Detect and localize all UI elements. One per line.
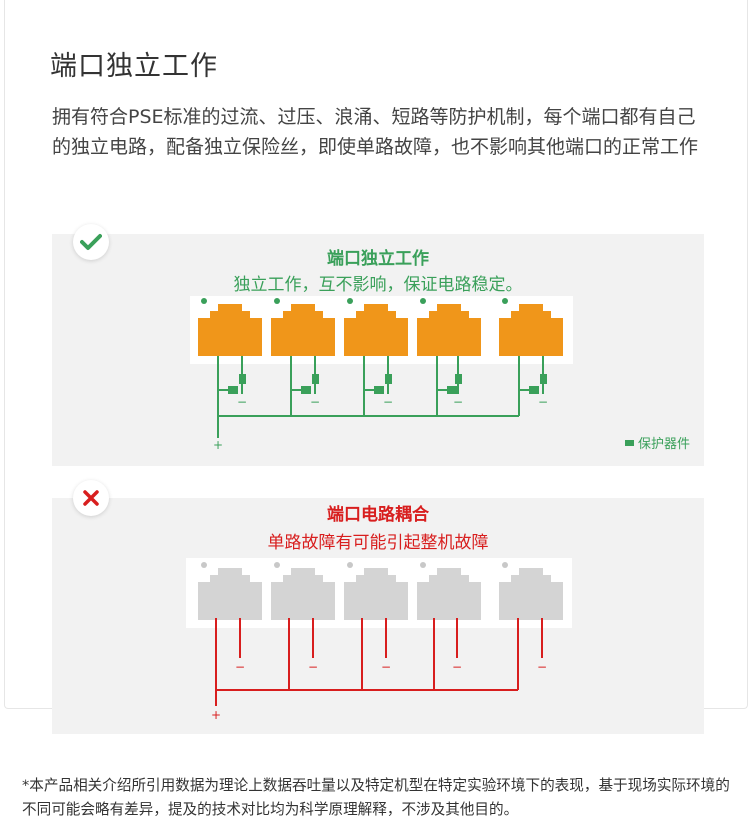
ethernet-port (499, 304, 563, 356)
minus-label: − (538, 395, 548, 409)
port-led (347, 562, 353, 568)
coupled-panel-subtitle: 单路故障有可能引起整机故障 (267, 533, 489, 553)
check-icon (73, 224, 109, 260)
port-led (502, 562, 508, 568)
protection-device (374, 386, 384, 394)
minus-label: − (310, 395, 320, 409)
port-led (201, 298, 207, 304)
cross-icon (73, 480, 109, 516)
port-led (347, 298, 353, 304)
ethernet-port (271, 304, 335, 356)
protection-device (301, 386, 311, 394)
plus-label: + (211, 708, 221, 722)
coupled-circuit-panel: 端口电路耦合 单路故障有可能引起整机故障 + − − − − − (52, 498, 704, 734)
coupled-circuit-diagram: + − − − − − (211, 618, 547, 722)
port-led (420, 562, 426, 568)
minus-label: − (383, 395, 393, 409)
ethernet-port (499, 568, 563, 620)
legend-label: 保护器件 (637, 437, 690, 452)
minus-label: − (235, 660, 245, 674)
ethernet-port (417, 304, 481, 356)
port-led (502, 298, 508, 304)
port-led (201, 562, 207, 568)
minus-label: − (537, 660, 547, 674)
port-led (420, 298, 426, 304)
legend-protection-device: 保护器件 (624, 433, 690, 452)
minus-label: − (237, 395, 247, 409)
section-title: 端口独立工作 (50, 51, 218, 82)
disclaimer-footnote: *本产品相关介绍所引用数据为理论上数据吞吐量以及特定机型在特定实验环境下的表现，… (22, 777, 730, 818)
switch-port-strip (190, 296, 573, 364)
minus-label: − (453, 395, 463, 409)
legend-swatch (624, 439, 634, 446)
independent-panel-title: 端口独立工作 (327, 249, 429, 269)
independent-circuit-diagram: + − − − − − (213, 356, 548, 452)
minus-label: − (452, 660, 462, 674)
ethernet-port (198, 304, 262, 356)
port-led (274, 562, 280, 568)
ethernet-port (198, 568, 262, 620)
independent-circuit-panel: 端口独立工作 独立工作，互不影响，保证电路稳定。 + − − − − − 保护器件 (52, 234, 704, 466)
minus-label: − (308, 660, 318, 674)
section-description: 拥有符合PSE标准的过流、过压、浪涌、短路等防护机制，每个端口都有自己的独立电路… (52, 106, 699, 158)
switch-port-strip (186, 558, 572, 628)
protection-device (455, 374, 462, 384)
ethernet-port (417, 568, 481, 620)
protection-device (312, 374, 319, 384)
minus-label: − (381, 660, 391, 674)
protection-device (239, 374, 246, 384)
protection-device (529, 386, 539, 394)
ethernet-port (344, 568, 408, 620)
independent-panel-subtitle: 独立工作，互不影响，保证电路稳定。 (233, 275, 523, 295)
port-led (274, 298, 280, 304)
ethernet-port (344, 304, 408, 356)
ethernet-port (271, 568, 335, 620)
protection-device (540, 374, 547, 384)
plus-label: + (213, 438, 223, 452)
protection-device (385, 374, 392, 384)
coupled-panel-title: 端口电路耦合 (327, 505, 429, 525)
protection-device (228, 386, 238, 394)
